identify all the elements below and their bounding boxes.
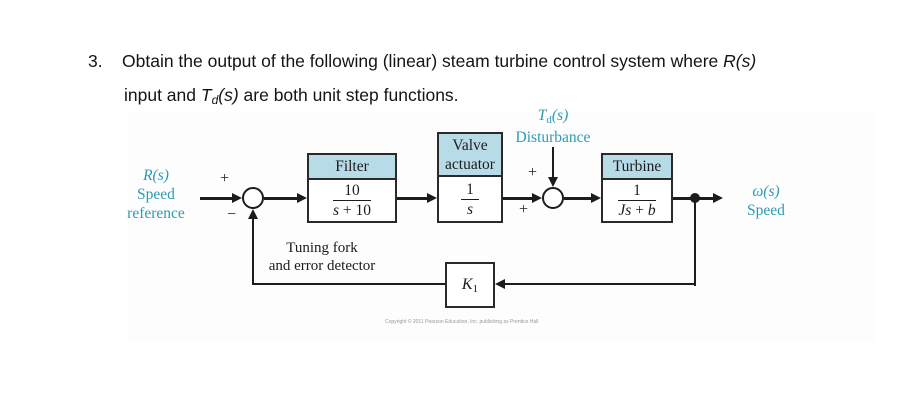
feedback-line-right-horizontal <box>505 282 696 286</box>
feedback-caption-line2: and error detector <box>268 258 376 274</box>
gain-base: K <box>461 275 473 293</box>
valve-denominator: s <box>461 200 479 218</box>
sum1-minus-sign: − <box>227 206 237 223</box>
feedback-caption-line1: Tuning fork <box>286 240 358 256</box>
problem-text-line1: Obtain the output of the following (line… <box>122 51 756 72</box>
sum2-plus-sign-top: + <box>528 164 538 181</box>
feedback-caption: Tuning fork and error detector <box>247 239 397 275</box>
turbine-denominator: Js + b <box>618 201 655 219</box>
input-signal-label: R(s) Speed reference <box>110 166 202 223</box>
valve-den-var: s <box>466 200 474 218</box>
signal-line-filter-to-valve <box>397 197 428 200</box>
sum2-plus-sign-bottom: + <box>519 201 529 218</box>
valve-transfer-function: 1 s <box>439 177 501 221</box>
arrowhead-right-icon <box>297 192 307 203</box>
input-caption-line1: Speed <box>137 186 175 203</box>
valve-numerator: 1 <box>461 181 479 200</box>
turbine-den-mid: + <box>631 202 648 219</box>
td-variable-sub: d <box>211 93 219 107</box>
feedback-gain-block: K1 <box>445 262 495 308</box>
summing-junction-2 <box>542 187 564 209</box>
input-caption-line2: reference <box>127 205 185 222</box>
output-variable: ω(s) <box>752 183 780 200</box>
input-variable: R(s) <box>143 167 169 184</box>
arrowhead-right-icon <box>591 192 601 203</box>
problem-text-line2-pre: input and <box>124 85 201 105</box>
problem-number: 3. <box>88 51 103 71</box>
valve-fraction: 1 s <box>461 181 479 218</box>
disturbance-variable-base: T <box>537 107 547 124</box>
output-caption: Speed <box>747 202 785 219</box>
feedback-line-right-vertical <box>693 198 697 286</box>
filter-numerator: 10 <box>332 182 372 201</box>
arrowhead-right-icon <box>713 192 723 203</box>
td-variable-base: T <box>200 85 212 105</box>
arrowhead-left-icon <box>495 278 505 289</box>
copyright-notice: Copyright © 2011 Pearson Education, Inc.… <box>385 319 539 325</box>
valve-block-title: Valve actuator <box>439 134 501 177</box>
valve-actuator-block: Valve actuator 1 s <box>437 132 503 223</box>
turbine-den-var2: b <box>647 202 656 219</box>
gain-sub: 1 <box>472 282 479 295</box>
disturbance-variable-sub: d <box>546 114 552 126</box>
arrowhead-down-icon <box>547 177 558 187</box>
filter-transfer-function: 10 s + 10 <box>309 180 395 221</box>
disturbance-variable-paren: (s) <box>551 107 569 124</box>
valve-title-line2: actuator <box>445 156 495 173</box>
turbine-den-var: Js <box>618 202 632 219</box>
turbine-block-title: Turbine <box>603 155 671 180</box>
turbine-numerator: 1 <box>618 182 656 201</box>
problem-text-line1-pre: Obtain the output of the following (line… <box>122 51 724 71</box>
problem-text-line2: input and Td(s) are both unit step funct… <box>124 85 459 107</box>
problem-text-line2-post: are both unit step functions. <box>238 85 459 105</box>
filter-block-title: Filter <box>309 155 395 180</box>
arrowhead-right-icon <box>427 192 437 203</box>
signal-line-valve-to-sum2 <box>503 197 533 200</box>
turbine-transfer-function: 1 Js + b <box>603 180 671 221</box>
filter-block: Filter 10 s + 10 <box>307 153 397 223</box>
arrowhead-up-icon <box>247 209 258 219</box>
arrowhead-right-icon <box>532 192 542 203</box>
valve-title-line1: Valve <box>452 137 488 154</box>
filter-fraction: 10 s + 10 <box>332 182 372 219</box>
arrowhead-right-icon <box>232 192 242 203</box>
turbine-fraction: 1 Js + b <box>618 182 656 219</box>
feedback-line-left-vertical <box>251 219 255 286</box>
sum1-plus-sign: + <box>220 170 230 187</box>
feedback-line-left-horizontal <box>251 282 445 286</box>
filter-den-var: s <box>332 202 340 219</box>
filter-den-rest: + 10 <box>339 202 372 219</box>
disturbance-label: Td(s) Disturbance <box>493 107 613 147</box>
feedback-gain-label: K1 <box>462 276 478 295</box>
disturbance-variable: Td(s) <box>493 107 613 129</box>
output-signal-label: ω(s) Speed <box>731 182 801 220</box>
signal-line-sum1-to-filter <box>264 197 298 200</box>
r-of-s-variable: R(s) <box>723 51 757 71</box>
signal-line-input <box>200 197 233 200</box>
turbine-block: Turbine 1 Js + b <box>601 153 673 223</box>
disturbance-caption: Disturbance <box>515 129 591 146</box>
summing-junction-1 <box>242 187 264 209</box>
signal-line-sum2-to-turbine <box>564 197 592 200</box>
disturbance-line <box>551 147 555 178</box>
filter-denominator: s + 10 <box>333 201 371 219</box>
td-variable-paren: (s) <box>218 85 239 105</box>
